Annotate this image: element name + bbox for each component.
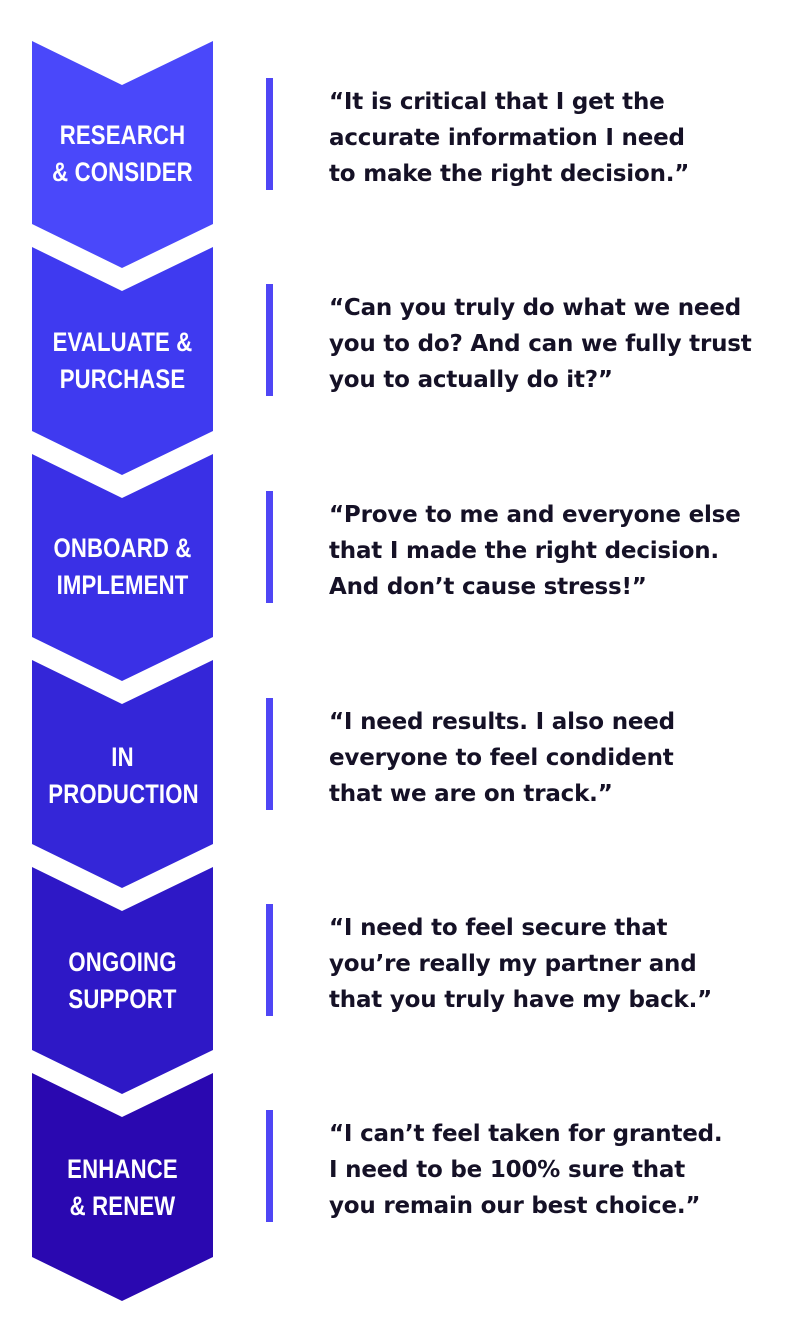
quote-line: that we are on track.” (329, 781, 613, 807)
quote-line: you remain our best choice.” (329, 1193, 701, 1219)
stage-quote-in-production: “I need results. I also need everyone to… (329, 704, 789, 812)
quote-line: “It is critical that I get the (329, 89, 665, 115)
divider-bar (266, 491, 273, 603)
divider-bar (266, 284, 273, 396)
quote-line: you to actually do it?” (329, 367, 613, 393)
quote-line: you’re really my partner and (329, 951, 697, 977)
quote-line: “Prove to me and everyone else (329, 502, 741, 528)
chevron-stage-6 (32, 1073, 213, 1301)
stage-title-line: RESEARCH (59, 120, 186, 150)
stage-title-line: PRODUCTION (48, 779, 199, 809)
divider-bar (266, 904, 273, 1016)
stage-title-line: & CONSIDER (52, 157, 193, 187)
quote-line: that you truly have my back.” (329, 987, 713, 1013)
quote-line: “Can you truly do what we need (329, 295, 741, 321)
stage-title-line: IN (111, 742, 134, 772)
quote-line: to make the right decision.” (329, 161, 690, 187)
stage-title-onboard-implement: ONBOARD & IMPLEMENT (48, 530, 196, 604)
stage-title-line: ONBOARD & (53, 533, 192, 563)
divider-bar (266, 78, 273, 190)
quote-line: that I made the right decision. (329, 538, 719, 564)
stage-title-evaluate-purchase: EVALUATE & PURCHASE (48, 324, 196, 398)
quote-line: “I need results. I also need (329, 709, 675, 735)
chevron-stage-2 (32, 247, 213, 475)
stage-title-line: & RENEW (69, 1191, 176, 1221)
stage-quote-ongoing-support: “I need to feel secure that you’re reall… (329, 910, 789, 1018)
stage-title-line: PURCHASE (59, 364, 186, 394)
stage-title-line: SUPPORT (68, 984, 177, 1014)
quote-line: “I can’t feel taken for granted. (329, 1121, 723, 1147)
stage-title-line: EVALUATE & (52, 327, 193, 357)
stage-title-line: IMPLEMENT (56, 570, 189, 600)
chevron-stage-5 (32, 867, 213, 1094)
quote-line: accurate information I need (329, 125, 685, 151)
quote-line: you to do? And can we fully trust (329, 331, 752, 357)
stage-title-enhance-renew: ENHANCE & RENEW (48, 1151, 196, 1225)
stage-title-line: ONGOING (68, 947, 177, 977)
chevron-stage-4 (32, 660, 213, 888)
stage-quote-research-consider: “It is critical that I get the accurate … (329, 84, 789, 192)
stage-title-ongoing-support: ONGOING SUPPORT (48, 944, 196, 1018)
quote-line: “I need to feel secure that (329, 915, 668, 941)
chevron-stage-3 (32, 454, 213, 681)
stage-title-research-consider: RESEARCH & CONSIDER (48, 117, 196, 191)
stage-title-in-production: IN PRODUCTION (48, 739, 199, 813)
quote-line: I need to be 100% sure that (329, 1157, 686, 1183)
stage-title-line: ENHANCE (67, 1154, 178, 1184)
stage-quote-enhance-renew: “I can’t feel taken for granted. I need … (329, 1116, 789, 1224)
quote-line: everyone to feel condident (329, 745, 674, 771)
divider-bar (266, 698, 273, 810)
stage-quote-onboard-implement: “Prove to me and everyone else that I ma… (329, 497, 789, 605)
stage-quote-evaluate-purchase: “Can you truly do what we need you to do… (329, 290, 789, 398)
chevron-stage-1 (32, 41, 213, 268)
divider-bar (266, 1110, 273, 1222)
quote-line: And don’t cause stress!” (329, 574, 647, 600)
